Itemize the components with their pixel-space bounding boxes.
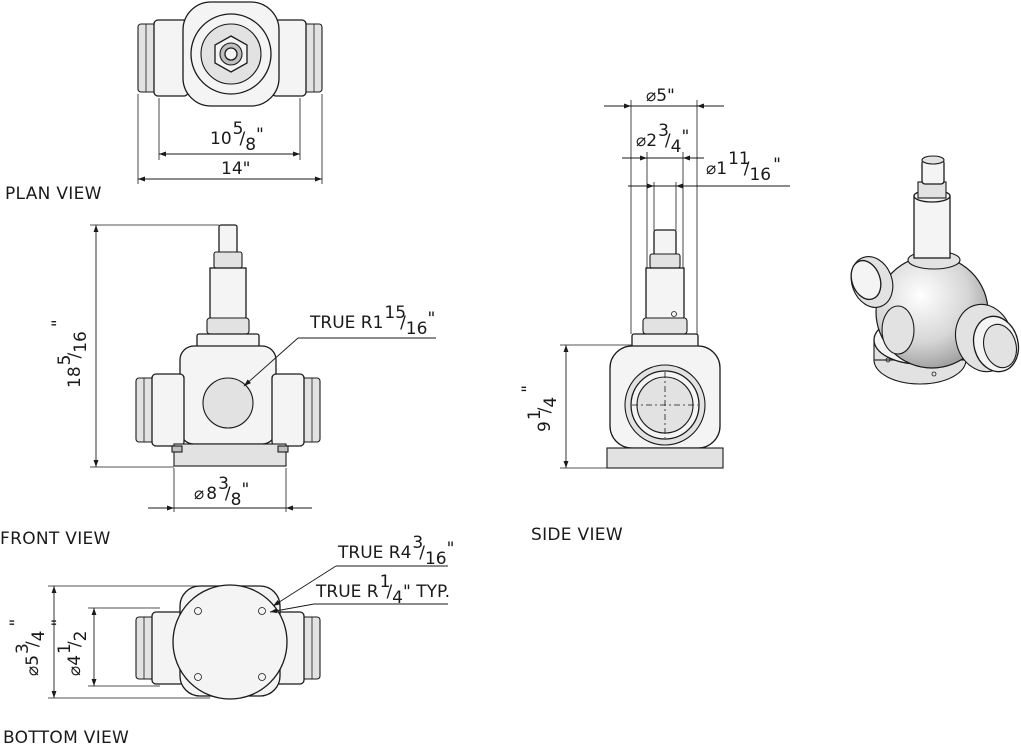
plan-view [137,1,323,184]
bottom-hole-radius-callout: TRUE R1/4" TYP. [315,572,450,608]
front-base-diameter-dimension: ⌀83/8" [194,474,249,510]
bottom-view [48,565,448,700]
side-height-dimension: 91/4" [519,385,561,432]
bottom-outer-radius-callout: TRUE R43/16" [337,533,454,569]
side-middle-diameter-dimension: ⌀23/4" [636,121,689,157]
side-stem-diameter-dimension: ⌀111/16" [706,149,781,185]
front-radius-callout: TRUE R115/16" [309,303,435,339]
side-outer-diameter-dimension: ⌀5" [646,86,675,106]
plan-view-label: PLAN VIEW [5,184,102,204]
plan-inner-width-dimension: 105/8" [210,119,264,155]
side-view-label: SIDE VIEW [531,525,623,545]
plan-outer-width-dimension: 14" [221,159,250,179]
bottom-inner-diameter-dimension: ⌀41/2" [49,619,91,676]
front-view [90,224,436,512]
side-view [560,100,790,469]
isometric-view [850,155,1020,385]
front-height-dimension: 185/16" [49,319,91,388]
front-view-label: FRONT VIEW [0,529,111,549]
bottom-outer-diameter-dimension: ⌀53/4" [7,619,49,676]
bottom-view-label: BOTTOM VIEW [3,728,129,745]
